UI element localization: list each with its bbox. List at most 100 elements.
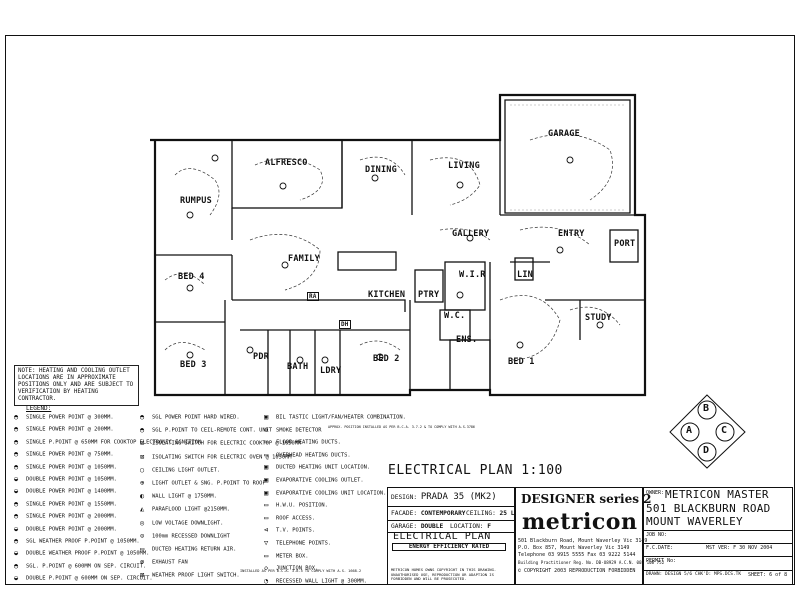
legend-symbol-icon: ▭ <box>264 501 269 510</box>
legend-symbol-icon: ◓ <box>140 426 145 435</box>
legend-item-c-12: ◇JUNCTION BOX. <box>264 565 318 572</box>
legend-label: WALL LIGHT @ 1750MM. <box>152 493 217 500</box>
legend-item-a-10: ◓SGL WEATHER PROOF P.POINT @ 1050MM. <box>14 538 140 545</box>
heating-note: NOTE: HEATING AND COOLING OUTLET LOCATIO… <box>14 365 139 406</box>
legend-label: DOUBLE WEATHER PROOF P.POINT @ 1050MM. <box>26 550 150 557</box>
room-alfresco: ALFRESCO <box>265 158 308 168</box>
garage-outline <box>504 99 631 214</box>
legend-label: DUCTED HEATING UNIT LOCATION. <box>276 464 371 471</box>
legend-symbol-icon: ◒ <box>14 475 19 483</box>
legend-symbol-icon: ◒ <box>14 487 19 496</box>
legend-symbol-icon: ▭ <box>264 438 269 447</box>
legend-symbol-icon: ⊠ <box>140 439 145 448</box>
legend-symbol-icon: ▭ <box>264 513 269 522</box>
legend-symbol-icon: ◓ <box>14 512 19 521</box>
legend-item-c-3: ▭ OVERHEAD HEATING DUCTS. <box>264 450 351 459</box>
legend-symbol-icon: ⊠ <box>140 571 145 580</box>
legend-label: LOW VOLTAGE DOWNLIGHT. <box>152 520 224 527</box>
legend-item-c-1: ⊜SMOKE DETECTOR <box>264 426 322 434</box>
legend-item-a-6: ◒ DOUBLE POWER POINT @ 1400MM. <box>14 488 117 495</box>
legend-item-a-7: ◓ SINGLE POWER POINT @ 1550MM. <box>14 499 117 508</box>
copyright-notice: METRICON HOMES OWNS COPYRIGHT IN THIS DR… <box>391 567 497 581</box>
legend-label: SINGLE POWER POINT @ 300MM. <box>26 414 114 421</box>
room-ldry: LDRY <box>320 366 342 376</box>
legend-label: FLOOR HEATING DUCTS. <box>276 439 341 446</box>
legend-title: LEGEND: <box>26 405 52 412</box>
legend-symbol-icon: ◓ <box>14 425 19 434</box>
room-study: STUDY <box>585 313 612 323</box>
legend-symbol-icon: ○ <box>140 465 145 474</box>
room-bed4: BED 4 <box>178 272 205 282</box>
legend-item-b-0: ◓SGL POWER POINT HARD WIRED. <box>140 414 240 421</box>
legend-label: ISOLATING SWITCH FOR ELECTRIC COOKTOP @ … <box>152 440 302 447</box>
legend-label: SINGLE POWER POINT @ 1550MM. <box>26 501 117 508</box>
legend-label: ISOLATING SWITCH FOR ELECTRIC OVEN @ 105… <box>152 454 292 461</box>
room-wc: W.C. <box>444 311 466 321</box>
legend-label: DOUBLE POWER POINT @ 1400MM. <box>26 488 117 495</box>
legend-label: 100mm RECESSED DOWNLIGHT <box>152 533 230 540</box>
legend-label: METER BOX. <box>276 553 309 560</box>
room-ptry: PTRY <box>418 290 440 300</box>
smoke-detector-note: APPROX. POSITION INSTALLED AS PER B.C.A.… <box>328 425 475 429</box>
room-kitchen: KITCHEN <box>368 290 406 300</box>
room-lin: LIN <box>517 270 533 280</box>
legend-label: SGL P.POINT TO CEIL-REMOTE CONT. UNIT <box>152 427 273 434</box>
compass-diamond <box>669 394 746 469</box>
legend-label: ROOF ACCESS. <box>276 515 315 522</box>
legend-item-b-11: ⊗EXHAUST FAN <box>140 559 188 566</box>
legend-item-b-2: ⊠ ISOLATING SWITCH FOR ELECTRIC COOKTOP @… <box>140 440 301 447</box>
legend-item-c-4: ▣DUCTED HEATING UNIT LOCATION. <box>264 464 370 471</box>
legend-label: SGL. P.POINT @ 600MM ON SEP. CIRCUIT. <box>26 563 147 570</box>
legend-symbol-icon: ▭ <box>140 545 145 553</box>
legend-item-b-7: ◭PARAFLOOD LIGHT @2150MM. <box>140 506 230 513</box>
legend-symbol-icon: ▭ <box>264 450 269 459</box>
facade-label: FACADE: <box>391 510 418 517</box>
legend-item-a-0: ◓SINGLE POWER POINT @ 300MM. <box>14 414 114 421</box>
legend-label: SGL WEATHER PROOF P.POINT @ 1050MM. <box>26 538 140 545</box>
legend-symbol-icon: ◇ <box>264 564 269 573</box>
legend-symbol-icon: ◔ <box>264 576 269 585</box>
legend-item-a-3: ◓SINGLE POWER POINT @ 750MM. <box>14 451 114 458</box>
legend-item-b-5: ⊕LIGHT OUTLET & SNG. P.POINT TO ROOF <box>140 480 266 487</box>
check-value: MPS.DCS.TK <box>713 572 742 577</box>
electrical-plan-label: ELECTRICAL PLAN <box>393 531 491 542</box>
mst-label: MST VER: <box>706 545 731 551</box>
legend-label: SINGLE POWER POINT @ 750MM. <box>26 451 114 458</box>
legend-item-a-1: ◓ SINGLE POWER POINT @ 200MM. <box>14 426 114 433</box>
owner-line-1: METRICON MASTER <box>665 488 769 501</box>
legend-symbol-icon: ◒ <box>14 549 19 558</box>
legend-symbol-icon: ◓ <box>14 499 19 508</box>
sheet-label: SHEET: <box>748 572 767 578</box>
legend-item-a-2: ◓SINGLE P.POINT @ 650MM FOR COOKTOP ELEC… <box>14 438 202 446</box>
legend-label: EXHAUST FAN <box>152 559 188 566</box>
legend-item-c-7: ▭H.W.U. POSITION. <box>264 502 328 509</box>
legend-symbol-icon: ▣ <box>264 488 269 497</box>
legend-item-a-11: ◒ DOUBLE WEATHER PROOF P.POINT @ 1050MM. <box>14 550 149 557</box>
legend-symbol-icon: ◒ <box>14 524 19 533</box>
legend-label: RECESSED WALL LIGHT @ 300MM. <box>276 578 367 585</box>
legend-label: OVERHEAD HEATING DUCTS. <box>276 452 351 459</box>
room-ens: ENS. <box>456 335 478 345</box>
room-entry: ENTRY <box>558 229 585 239</box>
exhaust-fan-note: INSTALLED AS PER B.C.A. 3.8.5 TO COMPLY … <box>240 569 362 573</box>
legend-item-a-5: ◒DOUBLE POWER POINT @ 1050MM. <box>14 476 117 483</box>
legend-label: EVAPORATIVE COOLING OUTLET. <box>276 477 364 484</box>
legend-label: DOUBLE POWER POINT @ 2000MM. <box>26 526 117 533</box>
kitchen-island <box>337 251 397 271</box>
legend-label: SINGLE POWER POINT @ 2000MM. <box>26 513 117 520</box>
room-living: LIVING <box>448 161 480 171</box>
legend-label: SINGLE POWER POINT @ 200MM. <box>26 426 114 433</box>
legend-symbol-icon: ⊲ <box>264 526 269 535</box>
legend-symbol-icon: ▣ <box>264 413 269 421</box>
legend-label: SMOKE DETECTOR <box>276 427 322 434</box>
design-label: DESIGN: <box>391 494 418 501</box>
legend-label: LIGHT OUTLET & SNG. P.POINT TO ROOF <box>152 480 266 487</box>
compass-a: A <box>686 425 693 436</box>
ducted-heating-unit-tag: DH <box>339 320 351 329</box>
legend-symbol-icon: ◐ <box>140 492 145 501</box>
legend-item-b-3: ⊠ISOLATING SWITCH FOR ELECTRIC OVEN @ 10… <box>140 453 292 461</box>
legend-label: BIL TASTIC LIGHT/FAN/HEATER COMBINATION. <box>276 414 406 421</box>
compass-c: C <box>721 425 728 436</box>
legend-label: SINGLE P.POINT @ 650MM FOR COOKTOP ELECT… <box>26 439 202 446</box>
title-block-owner <box>643 487 793 585</box>
